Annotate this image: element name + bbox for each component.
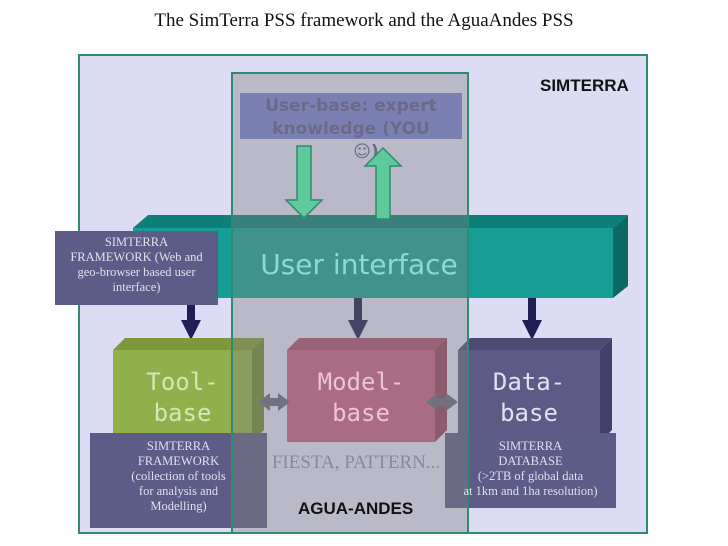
arrow-user-up bbox=[363, 146, 403, 220]
framework-tools-line-2: FRAMEWORK bbox=[137, 454, 220, 468]
tool-base-top bbox=[113, 338, 264, 350]
arrow-tool-model bbox=[258, 393, 290, 411]
database-label: SIMTERRA DATABASE (>2TB of global data a… bbox=[445, 439, 616, 499]
framework-tools-box bbox=[90, 433, 267, 528]
user-base-line-3: ☺) bbox=[353, 142, 379, 162]
user-base-line-2: knowledge (YOU bbox=[272, 119, 430, 139]
arrow-ui-to-modelbase bbox=[348, 298, 368, 340]
arrow-ui-to-database bbox=[522, 298, 542, 340]
database-line-1: SIMTERRA bbox=[498, 439, 563, 453]
user-interface-bar-side bbox=[613, 215, 628, 298]
model-base-side bbox=[435, 338, 447, 442]
user-base-line-1: User-base: expert bbox=[265, 96, 437, 116]
arrow-user-down bbox=[284, 145, 324, 220]
database-line-4: at 1km and 1ha resolution) bbox=[463, 484, 598, 498]
framework-web-line-2: FRAMEWORK (Web and bbox=[70, 250, 203, 264]
data-base-line-2: base bbox=[500, 399, 558, 427]
arrow-model-data bbox=[426, 393, 458, 411]
agua-andes-region bbox=[231, 72, 469, 534]
simterra-label: SIMTERRA bbox=[540, 76, 629, 95]
data-base-side bbox=[600, 338, 612, 442]
framework-tools-line-1: SIMTERRA bbox=[146, 439, 211, 453]
framework-tools-line-3: (collection of tools bbox=[131, 469, 226, 483]
tool-base-line-1: Tool- bbox=[146, 368, 219, 396]
framework-web-box bbox=[55, 231, 218, 305]
tool-base-box bbox=[113, 350, 252, 442]
database-line-3: (>2TB of global data bbox=[477, 469, 584, 483]
framework-web-line-1: SIMTERRA bbox=[104, 235, 169, 249]
user-interface-bar-top bbox=[133, 215, 628, 228]
data-base-top bbox=[458, 338, 612, 350]
tool-base-line-2: base bbox=[153, 399, 212, 427]
diagram-title: The SimTerra PSS framework and the AguaA… bbox=[154, 10, 574, 31]
data-base-box bbox=[458, 350, 600, 442]
framework-web-line-4: interface) bbox=[112, 280, 161, 294]
data-base-label: Data- base bbox=[458, 367, 600, 429]
model-base-line-2: base bbox=[332, 399, 390, 427]
model-base-top bbox=[287, 338, 447, 350]
tool-base-side bbox=[252, 338, 264, 442]
framework-web-label: SIMTERRA FRAMEWORK (Web and geo-browser … bbox=[55, 235, 218, 295]
framework-tools-line-4: for analysis and bbox=[138, 484, 219, 498]
model-base-box bbox=[287, 350, 435, 442]
framework-tools-label: SIMTERRA FRAMEWORK (collection of tools … bbox=[90, 439, 267, 514]
tool-base-label: Tool- base bbox=[113, 367, 252, 429]
database-box bbox=[445, 433, 616, 508]
model-base-label: Model- base bbox=[287, 367, 435, 429]
data-base-line-1: Data- bbox=[492, 368, 566, 396]
agua-andes-label: AGUA-ANDES bbox=[298, 499, 414, 518]
fiesta-pattern-label: FIESTA, PATTERN... bbox=[271, 452, 441, 473]
database-line-2: DATABASE bbox=[498, 454, 563, 468]
user-base-text: User-base: expert knowledge (YOU ☺) bbox=[240, 95, 462, 164]
model-base-line-1: Model- bbox=[317, 368, 405, 396]
user-interface-label: User interface bbox=[260, 248, 458, 281]
user-base-box bbox=[240, 93, 462, 139]
framework-tools-line-5: Modelling) bbox=[150, 499, 207, 513]
framework-web-line-3: geo-browser based user bbox=[77, 265, 196, 279]
arrow-ui-to-toolbase bbox=[181, 298, 201, 340]
